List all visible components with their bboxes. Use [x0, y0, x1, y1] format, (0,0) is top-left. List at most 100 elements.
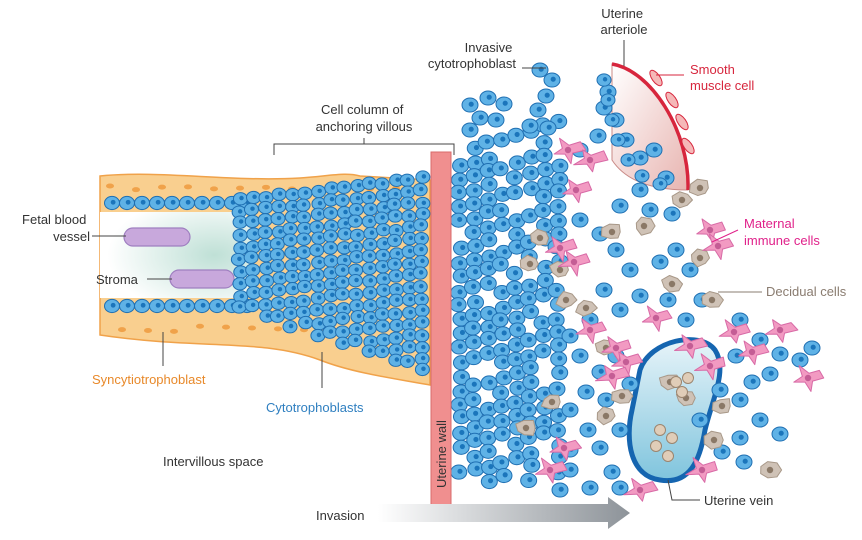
cytotrophoblast-cell: [493, 203, 509, 217]
cytotrophoblast-cell: [530, 103, 546, 117]
cytotrophoblast-cell: [272, 284, 286, 296]
cytotrophoblast-cell: [336, 326, 350, 338]
cytotrophoblast-cell: [532, 63, 548, 77]
syncytio-nucleus: [170, 329, 178, 334]
cytotrophoblast-cell: [389, 294, 403, 306]
decidual-cells-label: Decidual cells: [766, 284, 847, 299]
uterine-vein-leader: [668, 480, 700, 500]
cytotrophoblast-cell: [349, 275, 363, 287]
cytotrophoblast-cell: [506, 171, 522, 185]
cytotrophoblast-cell: [521, 473, 537, 487]
syncytio-nucleus: [196, 324, 204, 329]
cytotrophoblast-cell: [535, 426, 551, 440]
cytotrophoblast-cell: [451, 200, 467, 214]
cytotrophoblast-cell: [105, 299, 120, 312]
syncytio-nucleus: [210, 186, 218, 191]
cytotrophoblast-cell: [362, 345, 376, 357]
maternal-immune-cell-nucleus: [707, 227, 713, 233]
cytotrophoblast-cell: [259, 299, 273, 311]
cytotrophoblast-cell: [678, 313, 694, 327]
cytotrophoblast-cell: [245, 275, 259, 287]
cell-column-label: Cell column of anchoring villous: [316, 102, 413, 134]
syncytio-nucleus: [262, 185, 270, 190]
cytotrophoblast-cell: [231, 253, 245, 265]
cytotrophoblast-cell: [592, 441, 608, 455]
cytotrophoblast-cell: [605, 114, 619, 126]
cytotrophoblast-cell: [388, 210, 402, 222]
cytotrophoblast-cell: [415, 316, 429, 328]
vein-blood-cell: [651, 441, 662, 452]
cytotrophoblast-cell: [150, 299, 165, 312]
cytotrophoblast-cell: [732, 393, 748, 407]
cytotrophoblast-cell: [732, 431, 748, 445]
cytotrophoblast-cell: [414, 293, 428, 305]
syncytio-nucleus: [132, 187, 140, 192]
cytotrophoblast-cell: [492, 257, 508, 271]
cytotrophoblast-cell: [363, 287, 377, 299]
maternal-immune-cell-nucleus: [749, 349, 755, 355]
cytotrophoblast-cell: [509, 156, 525, 170]
cytotrophoblast-cell: [416, 171, 430, 183]
cytotrophoblast-cell: [467, 295, 483, 309]
syncytio-nucleus: [222, 325, 230, 330]
cytotrophoblast-cell: [349, 288, 363, 300]
cytotrophoblast-cell: [521, 390, 537, 404]
cytotrophoblast-cell: [400, 174, 414, 186]
cytotrophoblast-cell: [270, 249, 284, 261]
cytotrophoblast-cell: [403, 307, 417, 319]
cytotrophoblast-cell: [572, 349, 588, 363]
cytotrophoblast-cell: [246, 264, 260, 276]
cytotrophoblast-cell: [550, 200, 566, 214]
cytotrophoblast-cell: [299, 316, 313, 328]
cytotrophoblast-cell: [621, 154, 635, 166]
intervillous-space-label: Intervillous space: [163, 454, 263, 469]
maternal-immune-cell-nucleus: [715, 243, 721, 249]
cytotrophoblast-cell: [478, 135, 494, 149]
cytotrophoblast-cell: [552, 159, 568, 173]
cytotrophoblast-cell: [335, 264, 349, 276]
cytotrophoblast-cell: [465, 308, 481, 322]
cytotrophoblast-cell: [376, 224, 390, 236]
maternal-immune-cell-nucleus: [557, 245, 563, 251]
cytotrophoblast-cell: [335, 288, 349, 300]
cytotrophoblast-cell: [492, 313, 508, 327]
cytotrophoblast-cell: [233, 193, 247, 205]
syncytio-nucleus: [106, 184, 114, 189]
cytotrophoblast-cell: [507, 185, 523, 199]
cytotrophoblast-cell: [210, 299, 225, 312]
cytotrophoblast-cell: [310, 269, 324, 281]
cytotrophoblast-cell: [165, 196, 180, 209]
cytotrophoblast-cell: [632, 183, 648, 197]
cytotrophoblast-cell: [297, 246, 311, 258]
fetal-blood-vessel-label: Fetal blood vessel: [22, 212, 90, 244]
cytotrophoblast-cell: [389, 270, 403, 282]
cytotrophoblast-cell: [481, 474, 497, 488]
cytotrophoblast-cell: [550, 184, 566, 198]
maternal-immune-cell-nucleus: [777, 327, 783, 333]
cytotrophoblast-cell: [296, 295, 310, 307]
cytotrophoblast-cell: [536, 328, 552, 342]
decidual-cell-nucleus: [669, 281, 675, 287]
decidual-cell-nucleus: [583, 305, 589, 311]
cytotrophoblast-cell: [494, 133, 510, 147]
cytotrophoblast-cell: [400, 355, 414, 367]
cytotrophoblast-cell: [323, 207, 337, 219]
cytotrophoblast-cell: [612, 481, 628, 495]
cytotrophoblast-cell: [312, 256, 326, 268]
cytotrophoblast-cell: [612, 303, 628, 317]
cytotrophoblast-cell: [375, 178, 389, 190]
cytotrophoblast-cell: [590, 129, 606, 143]
cytotrophoblast-cell: [311, 292, 325, 304]
maternal-immune-cell-nucleus: [805, 375, 811, 381]
syncytio-nucleus: [184, 184, 192, 189]
cytotrophoblast-cell: [752, 413, 768, 427]
vein-blood-cell: [671, 377, 682, 388]
cytotrophoblast-cell: [135, 299, 150, 312]
cytotrophoblast-cell: [195, 299, 210, 312]
cytotrophoblast-cell: [244, 203, 258, 215]
maternal-immune-cells-label: Maternal immune cells: [744, 216, 820, 248]
cytotrophoblast-cell: [506, 266, 522, 280]
cytotrophoblast-cell: [376, 297, 390, 309]
maternal-immune-cell-nucleus: [609, 373, 615, 379]
vein-blood-cell: [667, 433, 678, 444]
